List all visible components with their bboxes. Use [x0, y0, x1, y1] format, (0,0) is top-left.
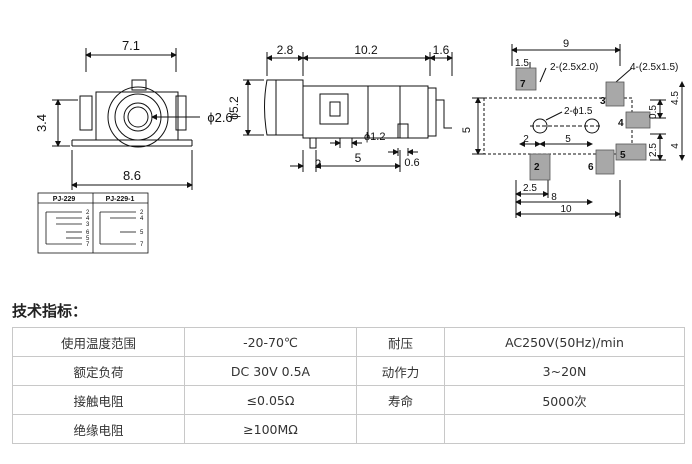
pad-number-4: 4	[618, 118, 624, 129]
spec-label: 接触电阻	[12, 385, 185, 415]
side-nose-label: 2.8	[277, 43, 294, 57]
footprint-pad-top-label: 1.5	[515, 58, 529, 69]
schematic-pin-a-0: 2	[86, 210, 90, 216]
footprint-pth-label: 2-ϕ1.5	[564, 106, 593, 117]
specs-title: 技术指标：	[12, 302, 88, 320]
front-height-label: 3.4	[34, 114, 49, 132]
footprint-hole-b-label: 5	[565, 134, 571, 145]
side-body-label: 10.2	[354, 43, 378, 57]
pad-3	[605, 81, 625, 107]
spec-value	[444, 414, 685, 444]
side-diameter-label: ϕ5.2	[227, 96, 241, 120]
footprint-right-2-label: 4.5	[670, 91, 681, 105]
footprint-height-label: 5	[461, 127, 473, 133]
spec-label: 动作力	[356, 356, 445, 386]
footprint-bottom-pad-label: 2.5	[523, 183, 537, 194]
pad-number-3: 3	[600, 96, 606, 107]
spec-value: 3~20N	[444, 356, 685, 386]
footprint-right-3-label: 2.5	[648, 143, 659, 157]
pad-4	[625, 111, 651, 129]
pad-7	[515, 67, 537, 91]
schematic-pin-a-4: 5	[86, 236, 90, 242]
schematic-pin-a-3: 6	[86, 230, 90, 236]
pad-number-2: 2	[534, 162, 540, 173]
schematic-pin-a-5: 7	[86, 242, 90, 248]
side-pin-dia-label: ϕ1.2	[364, 131, 385, 143]
pad-5	[615, 143, 647, 161]
table-row: 接触电阻 ≤0.05Ω 寿命 5000次	[12, 385, 685, 415]
footprint-bottom-mid-label: 8	[551, 192, 557, 203]
footprint-right-1-label: 0.5	[648, 105, 659, 119]
footprint-right-4-label: 4	[670, 143, 681, 149]
side-pin-offset-label: 2	[315, 157, 322, 171]
pad-6	[595, 149, 615, 175]
side-view	[243, 52, 453, 172]
spec-label: 寿命	[356, 385, 445, 415]
pin-schematic	[37, 192, 149, 254]
side-tail-label: 1.6	[433, 43, 450, 57]
spec-value: DC 30V 0.5A	[184, 356, 357, 386]
footprint-hole-a-label: 2	[523, 134, 529, 145]
front-view	[52, 48, 200, 190]
spec-label: 使用温度范围	[12, 327, 185, 357]
pad-number-5: 5	[620, 150, 626, 161]
schematic-pin-b-1: 4	[140, 216, 144, 222]
front-base-label: 8.6	[123, 168, 141, 183]
spec-value: -20-70℃	[184, 327, 357, 357]
footprint-pads-label: 4-(2.5x1.5)	[630, 62, 678, 73]
schematic-model-b: PJ-229-1	[106, 196, 135, 203]
spec-value: ≤0.05Ω	[184, 385, 357, 415]
spec-value: ≥100MΩ	[184, 414, 357, 444]
pcb-footprint	[472, 44, 685, 218]
front-bore-label: ϕ2.6	[207, 110, 232, 125]
pad-2	[529, 153, 551, 181]
technical-drawing: 7.1 3.4 ϕ2.6 8.6 PJ-229 PJ-229-1 2 4 3 6…	[34, 38, 685, 254]
schematic-pin-b-0: 2	[140, 210, 144, 216]
schematic-pin-a-2: 3	[86, 222, 90, 228]
front-width-label: 7.1	[122, 38, 140, 53]
schematic-model-a: PJ-229	[53, 196, 76, 203]
schematic-pin-b-3: 7	[140, 242, 144, 248]
specs-table: 使用温度范围 -20-70℃ 耐压 AC250V(50Hz)/min 额定负荷 …	[12, 327, 685, 444]
pad-number-6: 6	[588, 162, 594, 173]
schematic-pin-a-1: 4	[86, 216, 90, 222]
footprint-holes-label: 2-(2.5x2.0)	[550, 62, 598, 73]
footprint-pads	[515, 67, 651, 181]
footprint-bottom-total-label: 10	[560, 204, 572, 215]
side-pin-width-label: 0.6	[404, 157, 419, 169]
footprint-top-label: 9	[563, 38, 569, 50]
side-pin-span-label: 5	[355, 151, 362, 165]
pad-number-7: 7	[520, 79, 526, 90]
schematic-pin-b-2: 5	[140, 230, 144, 236]
spec-label: 额定负荷	[12, 356, 185, 386]
table-row: 使用温度范围 -20-70℃ 耐压 AC250V(50Hz)/min	[12, 327, 685, 357]
spec-label	[356, 414, 445, 444]
spec-value: 5000次	[444, 385, 685, 415]
table-row: 额定负荷 DC 30V 0.5A 动作力 3~20N	[12, 356, 685, 386]
spec-label: 耐压	[356, 327, 445, 357]
spec-label: 绝缘电阻	[12, 414, 185, 444]
spec-value: AC250V(50Hz)/min	[444, 327, 685, 357]
table-row: 绝缘电阻 ≥100MΩ	[12, 414, 685, 444]
